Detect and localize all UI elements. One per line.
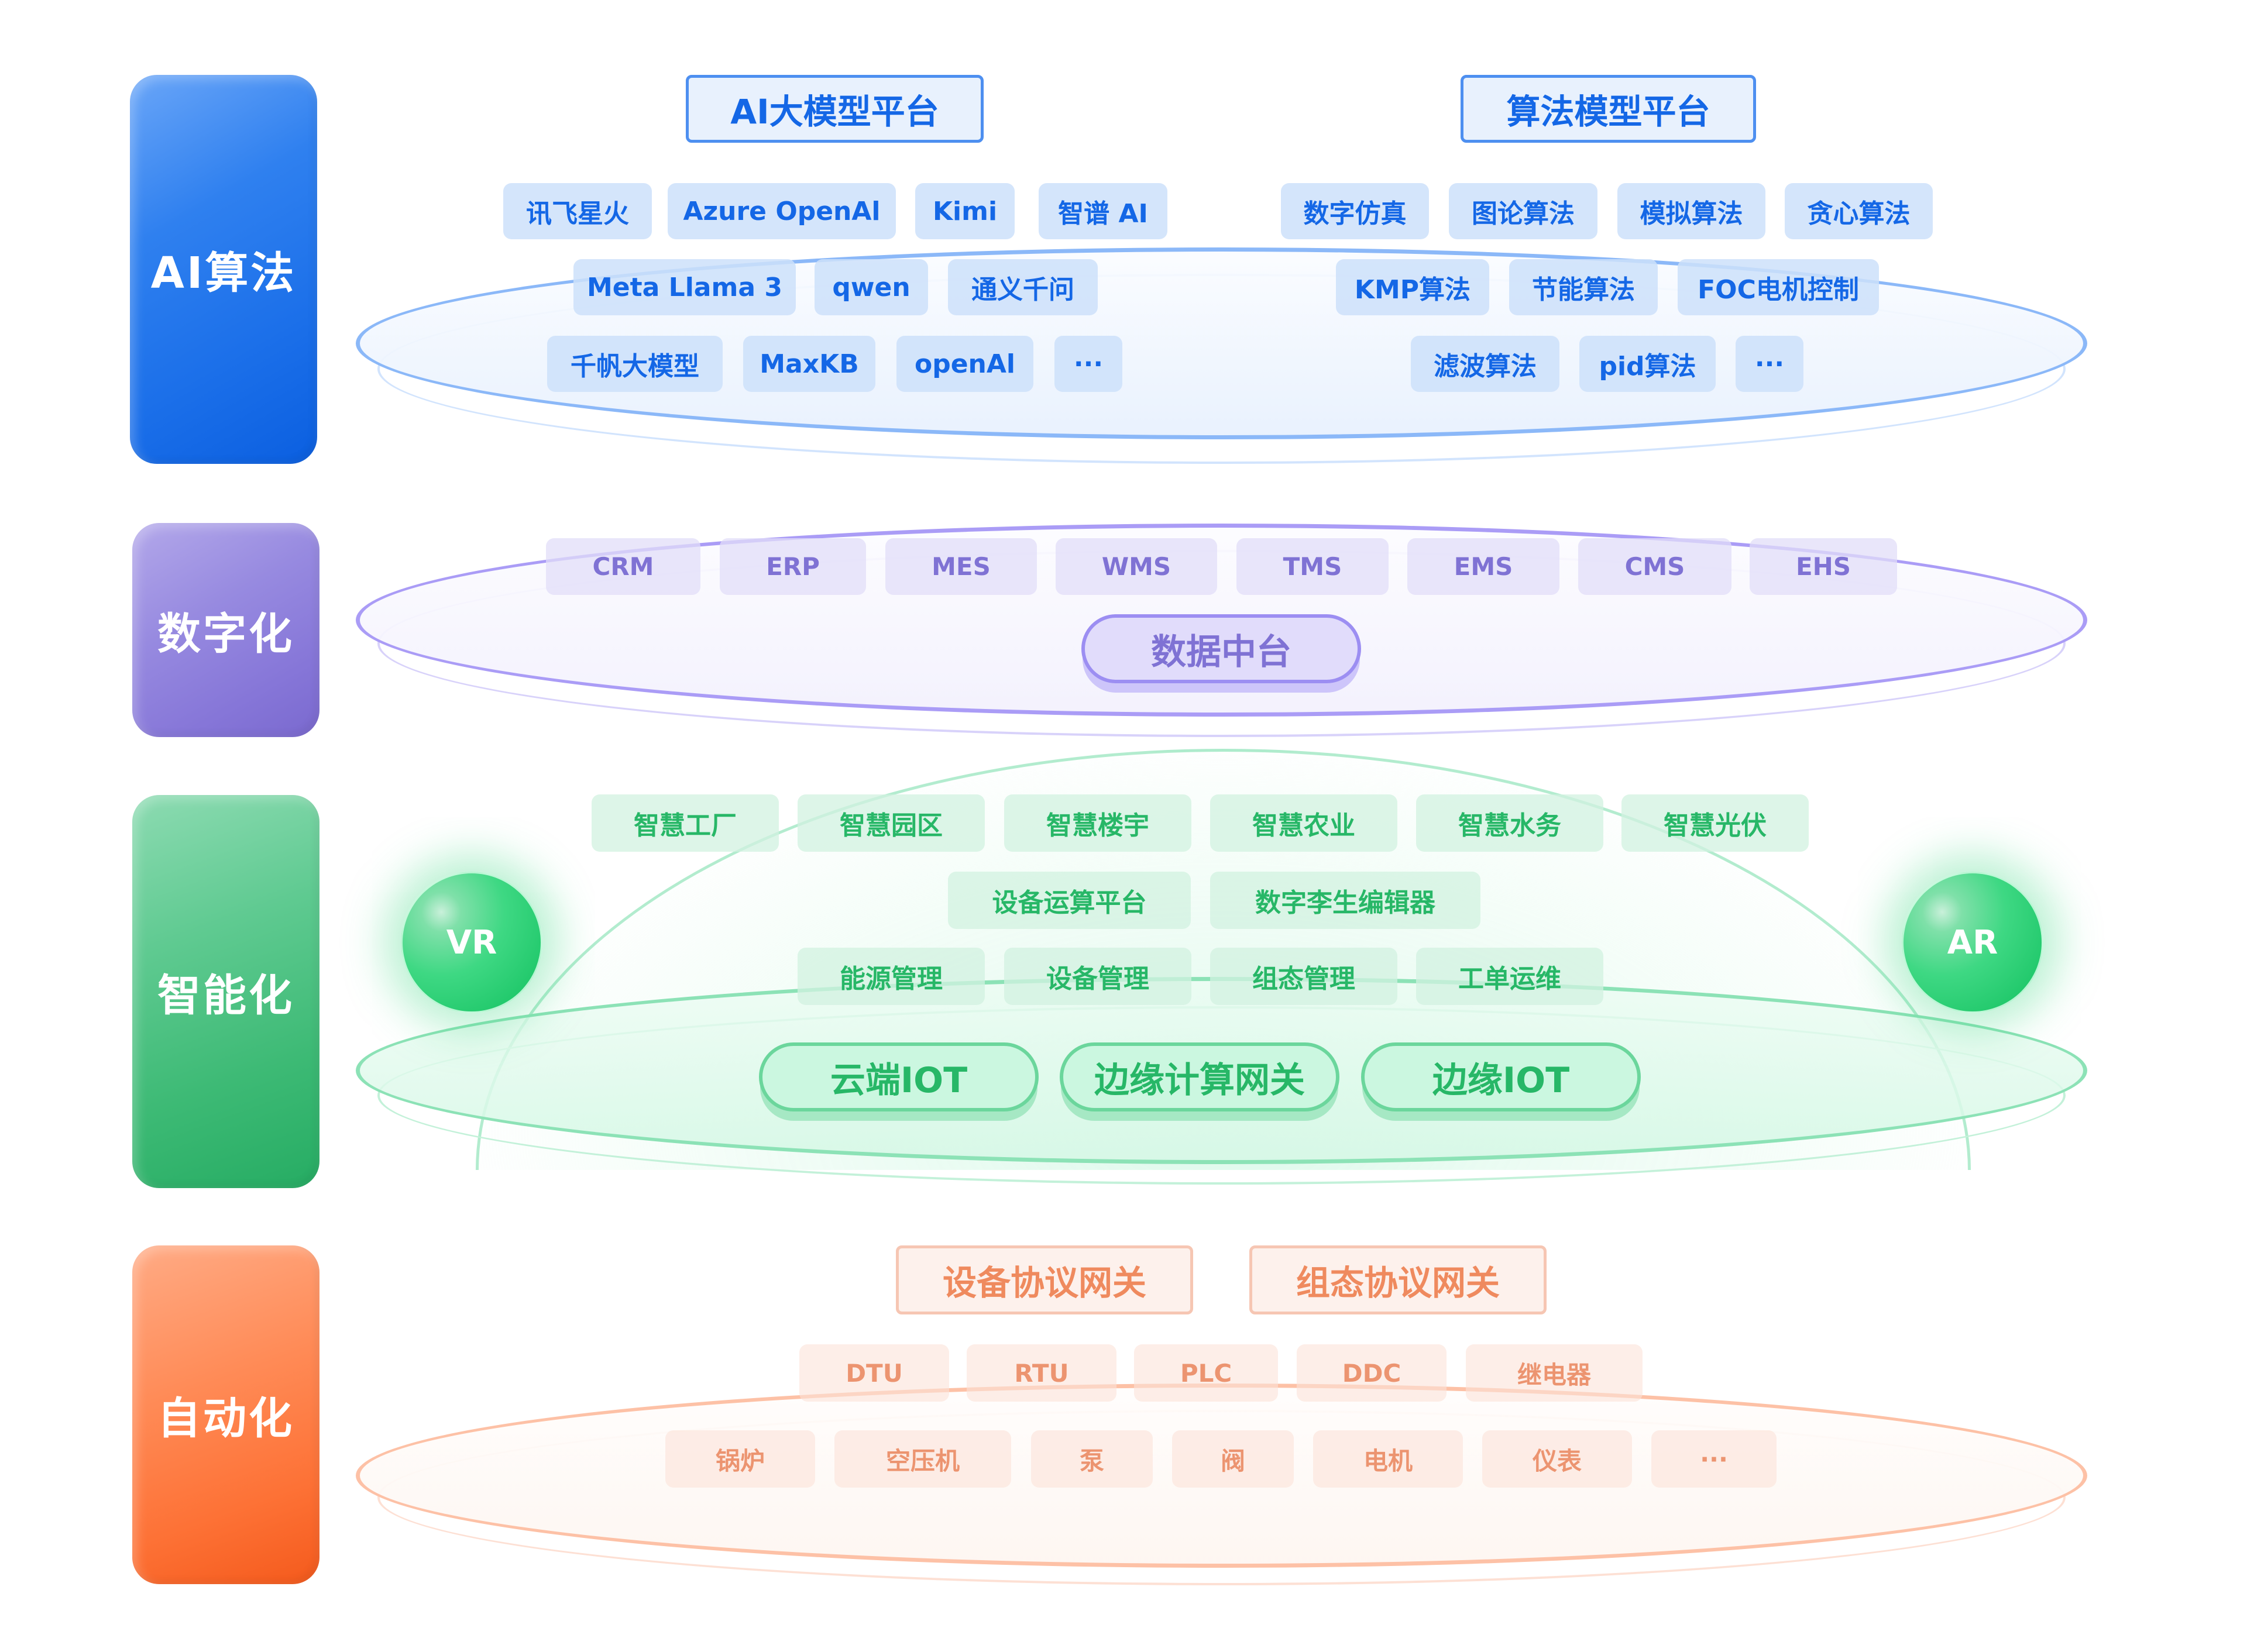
- system-chip[interactable]: EMS: [1407, 538, 1559, 595]
- system-chip[interactable]: TMS: [1236, 538, 1389, 595]
- algorithm-chip[interactable]: 图论算法: [1449, 183, 1597, 239]
- cloud-iot-label: 云端IOT: [830, 1059, 968, 1101]
- config-protocol-gateway[interactable]: 组态协议网关: [1249, 1245, 1547, 1314]
- solution-chip[interactable]: 智慧园区: [798, 794, 985, 852]
- platform-chip[interactable]: 设备运算平台: [948, 872, 1191, 929]
- ai-model-platform[interactable]: AI大模型平台: [686, 75, 984, 143]
- algorithm-chip[interactable]: 节能算法: [1509, 259, 1658, 315]
- device-chip[interactable]: 泵: [1031, 1430, 1153, 1488]
- config-protocol-gateway-label: 组态协议网关: [1296, 1263, 1500, 1303]
- solution-chip[interactable]: 智慧农业: [1210, 794, 1397, 852]
- layer-label-digital-text: 数字化: [157, 608, 294, 659]
- ai-model-chip[interactable]: Meta Llama 3: [573, 259, 796, 315]
- device-chip[interactable]: 锅炉: [665, 1430, 815, 1488]
- algorithm-chip[interactable]: KMP算法: [1336, 259, 1489, 315]
- ai-model-platform-label: AI大模型平台: [730, 92, 939, 132]
- device-chip[interactable]: 电机: [1313, 1430, 1463, 1488]
- cloud-iot-pill[interactable]: 云端IOT: [759, 1042, 1039, 1111]
- ai-model-chip[interactable]: 智谱 AI: [1039, 183, 1167, 239]
- platform-chip[interactable]: 数字李生编辑器: [1210, 872, 1480, 929]
- solution-chip[interactable]: 智慧工厂: [592, 794, 779, 852]
- ai-model-chip[interactable]: Kimi: [915, 183, 1015, 239]
- ai-model-chip[interactable]: Azure OpenAl: [668, 183, 896, 239]
- controller-chip[interactable]: DDC: [1297, 1344, 1447, 1402]
- management-chip[interactable]: 设备管理: [1004, 948, 1191, 1005]
- layer-label-ai-text: AI算法: [150, 248, 297, 298]
- device-protocol-gateway[interactable]: 设备协议网关: [896, 1245, 1193, 1314]
- algorithm-chip[interactable]: FOC电机控制: [1678, 259, 1879, 315]
- management-chip[interactable]: 能源管理: [798, 948, 985, 1005]
- algorithm-chip[interactable]: pid算法: [1579, 336, 1716, 392]
- system-chip[interactable]: MES: [885, 538, 1037, 595]
- edge-gateway-label: 边缘计算网关: [1094, 1059, 1305, 1101]
- system-chip[interactable]: CRM: [546, 538, 700, 595]
- layer-label-automation-text: 自动化: [157, 1393, 294, 1444]
- system-chip[interactable]: CMS: [1578, 538, 1731, 595]
- device-chip[interactable]: 阀: [1172, 1430, 1294, 1488]
- management-chip[interactable]: 组态管理: [1210, 948, 1397, 1005]
- device-protocol-gateway-label: 设备协议网关: [942, 1263, 1146, 1303]
- ar-label: AR: [1947, 923, 1998, 962]
- data-center-label: 数据中台: [1151, 631, 1291, 673]
- solution-chip[interactable]: 智慧楼宇: [1004, 794, 1191, 852]
- edge-iot-pill[interactable]: 边缘IOT: [1361, 1042, 1641, 1111]
- algorithm-chip[interactable]: 模拟算法: [1617, 183, 1765, 239]
- controller-chip[interactable]: 继电器: [1466, 1344, 1643, 1402]
- algorithm-chip[interactable]: 贪心算法: [1785, 183, 1933, 239]
- device-chip[interactable]: 仪表: [1482, 1430, 1632, 1488]
- controller-chip[interactable]: RTU: [967, 1344, 1116, 1402]
- ar-sphere[interactable]: AR: [1902, 872, 2043, 1013]
- ai-more-chip[interactable]: ···: [1054, 336, 1122, 392]
- solution-chip[interactable]: 智慧水务: [1416, 794, 1603, 852]
- layer-label-intelligent-text: 智能化: [157, 970, 294, 1021]
- device-more-chip[interactable]: ···: [1651, 1430, 1777, 1488]
- ai-model-chip[interactable]: openAl: [896, 336, 1033, 392]
- algorithm-more-chip[interactable]: ···: [1736, 336, 1803, 392]
- layer-label-intelligent: 智能化: [132, 795, 319, 1188]
- algorithm-model-platform-label: 算法模型平台: [1506, 92, 1710, 132]
- layer-label-digital: 数字化: [132, 523, 319, 737]
- ai-model-chip[interactable]: 千帆大模型: [547, 336, 723, 392]
- edge-iot-label: 边缘IOT: [1432, 1059, 1570, 1101]
- ai-model-chip[interactable]: MaxKB: [743, 336, 875, 392]
- device-chip[interactable]: 空压机: [834, 1430, 1011, 1488]
- layer-label-automation: 自动化: [132, 1245, 319, 1584]
- controller-chip[interactable]: DTU: [799, 1344, 949, 1402]
- system-chip[interactable]: EHS: [1750, 538, 1897, 595]
- algorithm-chip[interactable]: 数字仿真: [1281, 183, 1429, 239]
- solution-chip[interactable]: 智慧光伏: [1621, 794, 1809, 852]
- edge-gateway-pill[interactable]: 边缘计算网关: [1060, 1042, 1339, 1111]
- algorithm-model-platform[interactable]: 算法模型平台: [1461, 75, 1756, 143]
- ai-model-chip[interactable]: 讯飞星火: [503, 183, 652, 239]
- controller-chip[interactable]: PLC: [1134, 1344, 1278, 1402]
- system-chip[interactable]: WMS: [1056, 538, 1217, 595]
- system-chip[interactable]: ERP: [720, 538, 866, 595]
- vr-label: VR: [446, 923, 497, 962]
- ai-model-chip[interactable]: qwen: [815, 259, 928, 315]
- vr-sphere[interactable]: VR: [401, 872, 542, 1013]
- management-chip[interactable]: 工单运维: [1416, 948, 1603, 1005]
- data-center-pill[interactable]: 数据中台: [1081, 614, 1361, 683]
- layer-label-ai: AI算法: [130, 75, 317, 464]
- ai-model-chip[interactable]: 通义千问: [948, 259, 1098, 315]
- algorithm-chip[interactable]: 滤波算法: [1411, 336, 1559, 392]
